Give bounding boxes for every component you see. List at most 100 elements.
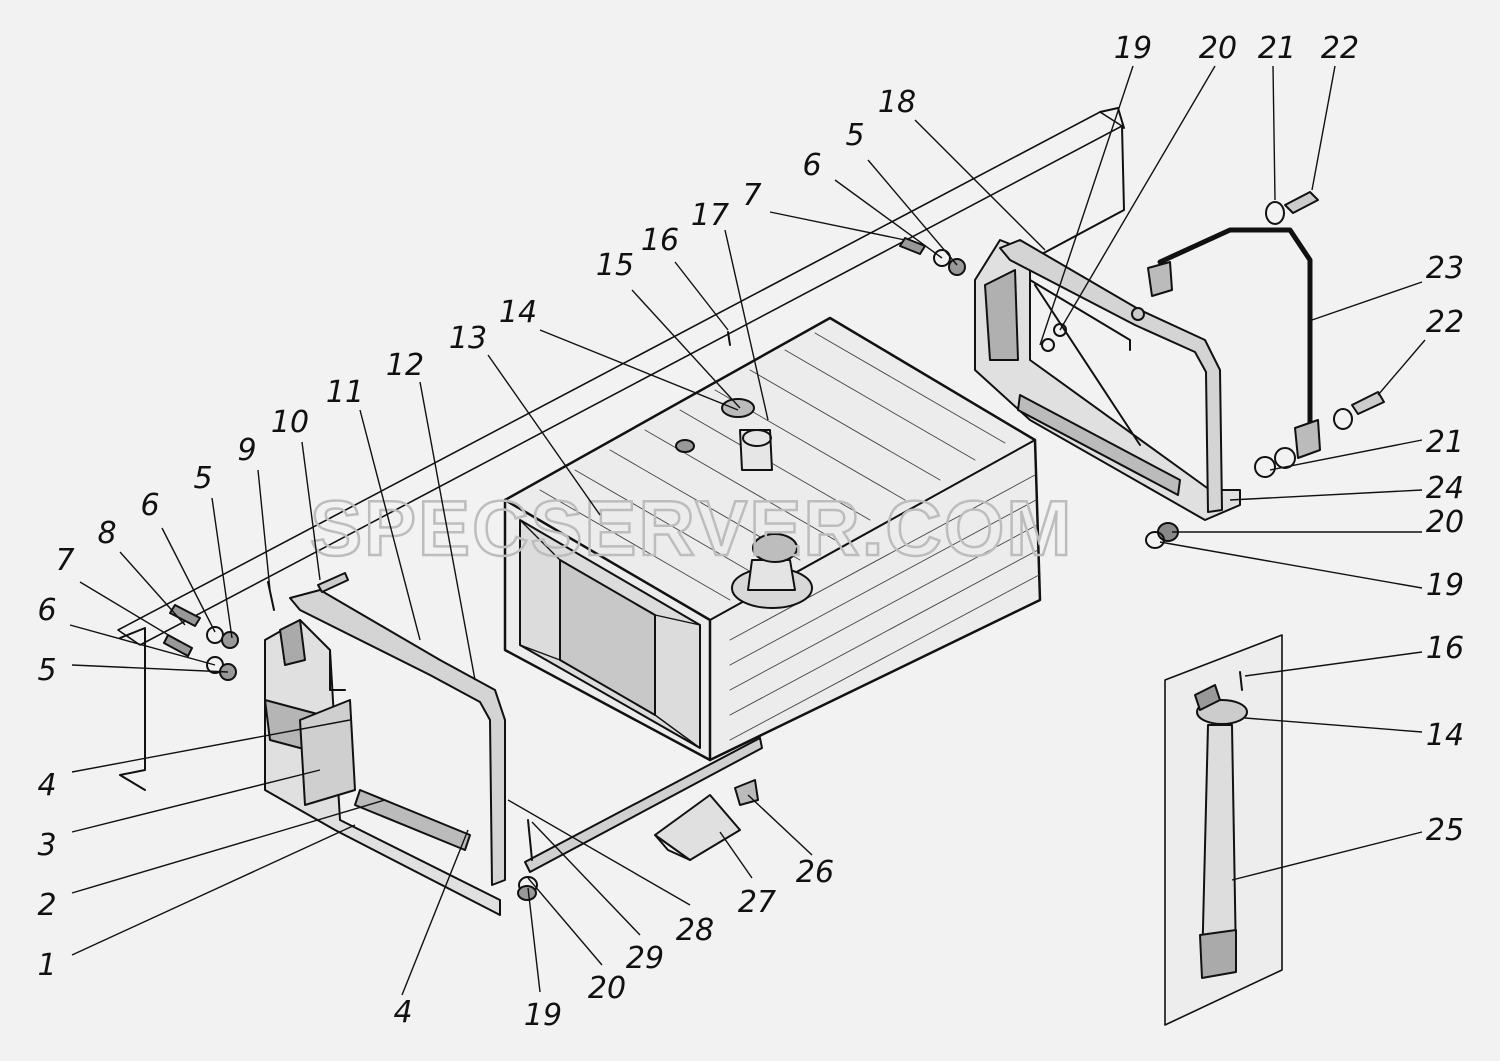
callout-label-c24: 24 bbox=[1426, 471, 1464, 506]
filler-cap bbox=[731, 533, 813, 609]
leader-line-c5a bbox=[867, 159, 958, 266]
leader-line-c21b bbox=[1269, 439, 1423, 471]
callout-label-c17: 17 bbox=[691, 198, 729, 233]
leader-line-c11 bbox=[359, 409, 421, 641]
callout-label-c29: 29 bbox=[626, 941, 664, 976]
callout-label-c5a: 5 bbox=[845, 118, 864, 153]
callout-label-c14a: 14 bbox=[499, 295, 537, 330]
leader-line-c22b bbox=[1377, 339, 1426, 396]
callout-label-c9: 9 bbox=[237, 433, 256, 468]
callout-label-c23: 23 bbox=[1426, 251, 1464, 286]
callout-label-c4a: 4 bbox=[37, 768, 56, 803]
callout-label-c27: 27 bbox=[738, 885, 776, 920]
callout-label-c12: 12 bbox=[386, 348, 424, 383]
leader-line-c15 bbox=[631, 289, 741, 409]
callout-label-c14b: 14 bbox=[1426, 718, 1464, 753]
callout-label-c7b: 7 bbox=[55, 543, 74, 578]
leader-line-c8 bbox=[119, 551, 186, 626]
leader-line-c4b bbox=[401, 829, 469, 996]
callout-label-c7a: 7 bbox=[742, 178, 761, 213]
callout-label-c6c: 6 bbox=[37, 593, 56, 628]
callout-label-c6b: 6 bbox=[140, 488, 159, 523]
leader-line-c2 bbox=[71, 799, 386, 894]
leader-line-c24 bbox=[1229, 489, 1423, 501]
sender-unit-panel bbox=[1164, 634, 1283, 1026]
callout-label-c20c: 20 bbox=[1426, 505, 1464, 540]
callout-label-c6a: 6 bbox=[802, 148, 821, 183]
callout-label-c20b: 20 bbox=[588, 971, 626, 1006]
leader-line-c21a bbox=[1272, 65, 1276, 201]
callout-label-c5b: 5 bbox=[193, 461, 212, 496]
leader-line-c12 bbox=[419, 381, 476, 681]
leader-line-c7a bbox=[769, 211, 906, 241]
callout-label-c20a: 20 bbox=[1199, 31, 1237, 66]
leader-line-c6a bbox=[834, 179, 943, 259]
leader-line-c10 bbox=[301, 441, 321, 581]
stay-rod bbox=[1147, 227, 1321, 459]
callout-label-c11: 11 bbox=[326, 375, 364, 410]
callout-label-c21b: 21 bbox=[1426, 425, 1464, 460]
callout-label-c19c: 19 bbox=[1426, 568, 1464, 603]
leader-line-c23 bbox=[1311, 281, 1423, 321]
callout-label-c13: 13 bbox=[449, 321, 487, 356]
leader-line-c5c bbox=[71, 664, 229, 673]
leader-line-c16a bbox=[674, 261, 729, 331]
callout-label-c18: 18 bbox=[878, 85, 916, 120]
lower-bracket bbox=[517, 737, 763, 901]
leader-line-c14a bbox=[539, 329, 739, 411]
leader-line-c20b bbox=[527, 877, 603, 966]
leader-line-c19a bbox=[1039, 65, 1134, 346]
leader-line-c18 bbox=[914, 119, 1046, 251]
callout-label-c25: 25 bbox=[1426, 813, 1464, 848]
callout-label-c4b: 4 bbox=[393, 995, 412, 1030]
leader-line-c25 bbox=[1231, 831, 1423, 881]
callout-label-c28: 28 bbox=[676, 913, 714, 948]
leader-line-c26 bbox=[747, 794, 813, 856]
callout-label-c16b: 16 bbox=[1426, 631, 1464, 666]
leader-lines bbox=[69, 65, 1426, 996]
left-strap bbox=[289, 589, 506, 886]
leader-line-c6b bbox=[161, 527, 216, 633]
leader-line-c14b bbox=[1244, 717, 1423, 733]
leader-line-c6c bbox=[69, 624, 216, 666]
leader-line-c19b bbox=[527, 887, 541, 993]
watermark: SPECSERVER.COM bbox=[310, 484, 1073, 572]
frame-rail bbox=[117, 107, 1125, 646]
callout-label-c19b: 19 bbox=[524, 998, 562, 1033]
drawing bbox=[117, 107, 1385, 1026]
leader-line-c19c bbox=[1159, 541, 1423, 589]
leader-line-c16b bbox=[1244, 651, 1423, 677]
leader-line-c5b bbox=[211, 497, 233, 639]
leader-line-c22a bbox=[1311, 65, 1336, 191]
leader-line-c17 bbox=[724, 229, 769, 421]
right-strap bbox=[999, 239, 1223, 513]
fuel-gauge-sender-top bbox=[675, 331, 773, 471]
callout-label-c3: 3 bbox=[37, 828, 56, 863]
leader-line-c28 bbox=[507, 799, 691, 906]
right-fasteners bbox=[899, 191, 1385, 549]
callout-label-c26: 26 bbox=[796, 855, 834, 890]
callout-label-c19a: 19 bbox=[1114, 31, 1152, 66]
leader-line-c7b bbox=[79, 581, 181, 643]
callout-label-c21a: 21 bbox=[1258, 31, 1296, 66]
leader-line-c13 bbox=[487, 354, 601, 516]
callout-label-c15: 15 bbox=[596, 248, 634, 283]
callout-label-c22b: 22 bbox=[1426, 305, 1464, 340]
leader-line-c3 bbox=[71, 769, 321, 833]
callout-label-c10: 10 bbox=[271, 405, 309, 440]
leader-line-c20a bbox=[1059, 65, 1216, 331]
callout-label-c8: 8 bbox=[97, 516, 116, 551]
leader-line-c4a bbox=[71, 719, 351, 773]
leader-line-c1 bbox=[71, 824, 356, 956]
leader-line-c9 bbox=[257, 469, 271, 591]
callout-label-c5c: 5 bbox=[37, 653, 56, 688]
leader-line-c27 bbox=[719, 831, 753, 879]
left-bracket bbox=[264, 619, 501, 916]
callout-label-c22a: 22 bbox=[1321, 31, 1359, 66]
callout-label-c2: 2 bbox=[37, 888, 56, 923]
leader-line-c29 bbox=[531, 821, 641, 936]
callout-label-c1: 1 bbox=[37, 948, 56, 983]
callout-label-c16a: 16 bbox=[641, 223, 679, 258]
